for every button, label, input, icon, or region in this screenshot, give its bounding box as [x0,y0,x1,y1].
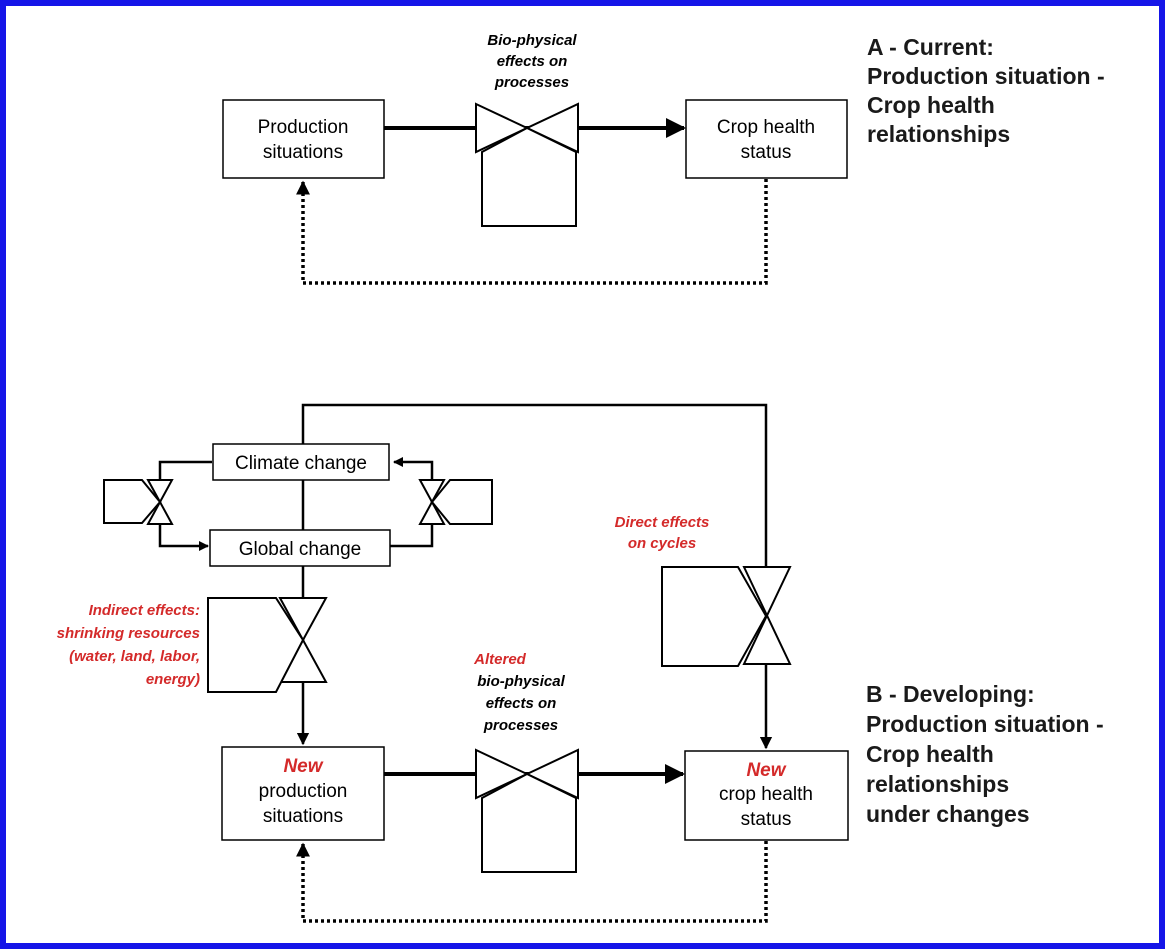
new-crop-health-label-2: status [741,809,792,830]
new-production-label-2: situations [263,806,343,827]
crop-health-status-box [685,99,848,179]
production-situations-label-1: Production [258,117,349,138]
direct-effects-reservoir-icon [661,566,768,667]
indirect-effects-label-4: energy) [146,671,200,688]
indirect-effects-label-2: shrinking resources [57,625,200,642]
altered-label-2: effects on [486,695,557,712]
section-b: Climate change Global change New product… [57,403,1104,923]
altered-label-1: bio-physical [477,673,565,690]
right-loop-reservoir-icon [430,479,493,525]
crop-health-status-label-2: status [741,142,792,163]
climate-to-global-loop [158,460,212,551]
left-loop-reservoir-icon [103,479,162,524]
production-situations-box [222,99,385,179]
section-a: Production situations Crop health status… [222,32,1105,285]
heading-a-4: relationships [867,121,1010,147]
heading-b-4: relationships [866,771,1009,797]
global-change-label: Global change [239,539,362,560]
global-to-climate-loop [390,457,434,548]
direct-effects-valve-icon [742,566,792,665]
heading-b-3: Crop health [866,741,994,767]
new-crop-health-emphasis: New [746,760,786,781]
heading-b-2: Production situation - [866,711,1104,737]
heading-a-3: Crop health [867,92,995,118]
heading-a-1: A - Current: [867,34,994,60]
bio-physical-reservoir-icon [481,126,577,227]
bio-physical-label-3: processes [494,74,569,91]
indirect-effects-reservoir-icon [207,597,305,693]
crop-health-status-label-1: Crop health [717,117,815,138]
new-crop-health-label-1: crop health [719,784,813,805]
heading-a-2: Production situation - [867,63,1105,89]
altered-label-3: processes [483,717,558,734]
altered-reservoir-icon [481,772,577,873]
bio-physical-label-1: Bio-physical [487,32,577,49]
global-change-box [209,529,391,567]
new-production-emphasis: New [283,756,323,777]
indirect-effects-label-1: Indirect effects: [89,602,200,619]
altered-label-emphasis: Altered [473,651,527,668]
direct-effects-label-2: on cycles [628,535,696,552]
direct-effects-label-1: Direct effects [615,514,710,531]
new-crop-health-status-box [684,750,849,841]
climate-change-label: Climate change [235,453,367,474]
bio-physical-label-2: effects on [497,53,568,70]
new-production-situations-box [221,746,385,841]
heading-b-5: under changes [866,801,1030,827]
climate-change-box [212,443,390,481]
new-production-label-1: production [259,781,348,802]
production-situations-label-2: situations [263,142,343,163]
indirect-effects-label-3: (water, land, labor, [69,648,200,665]
heading-b-1: B - Developing: [866,681,1035,707]
